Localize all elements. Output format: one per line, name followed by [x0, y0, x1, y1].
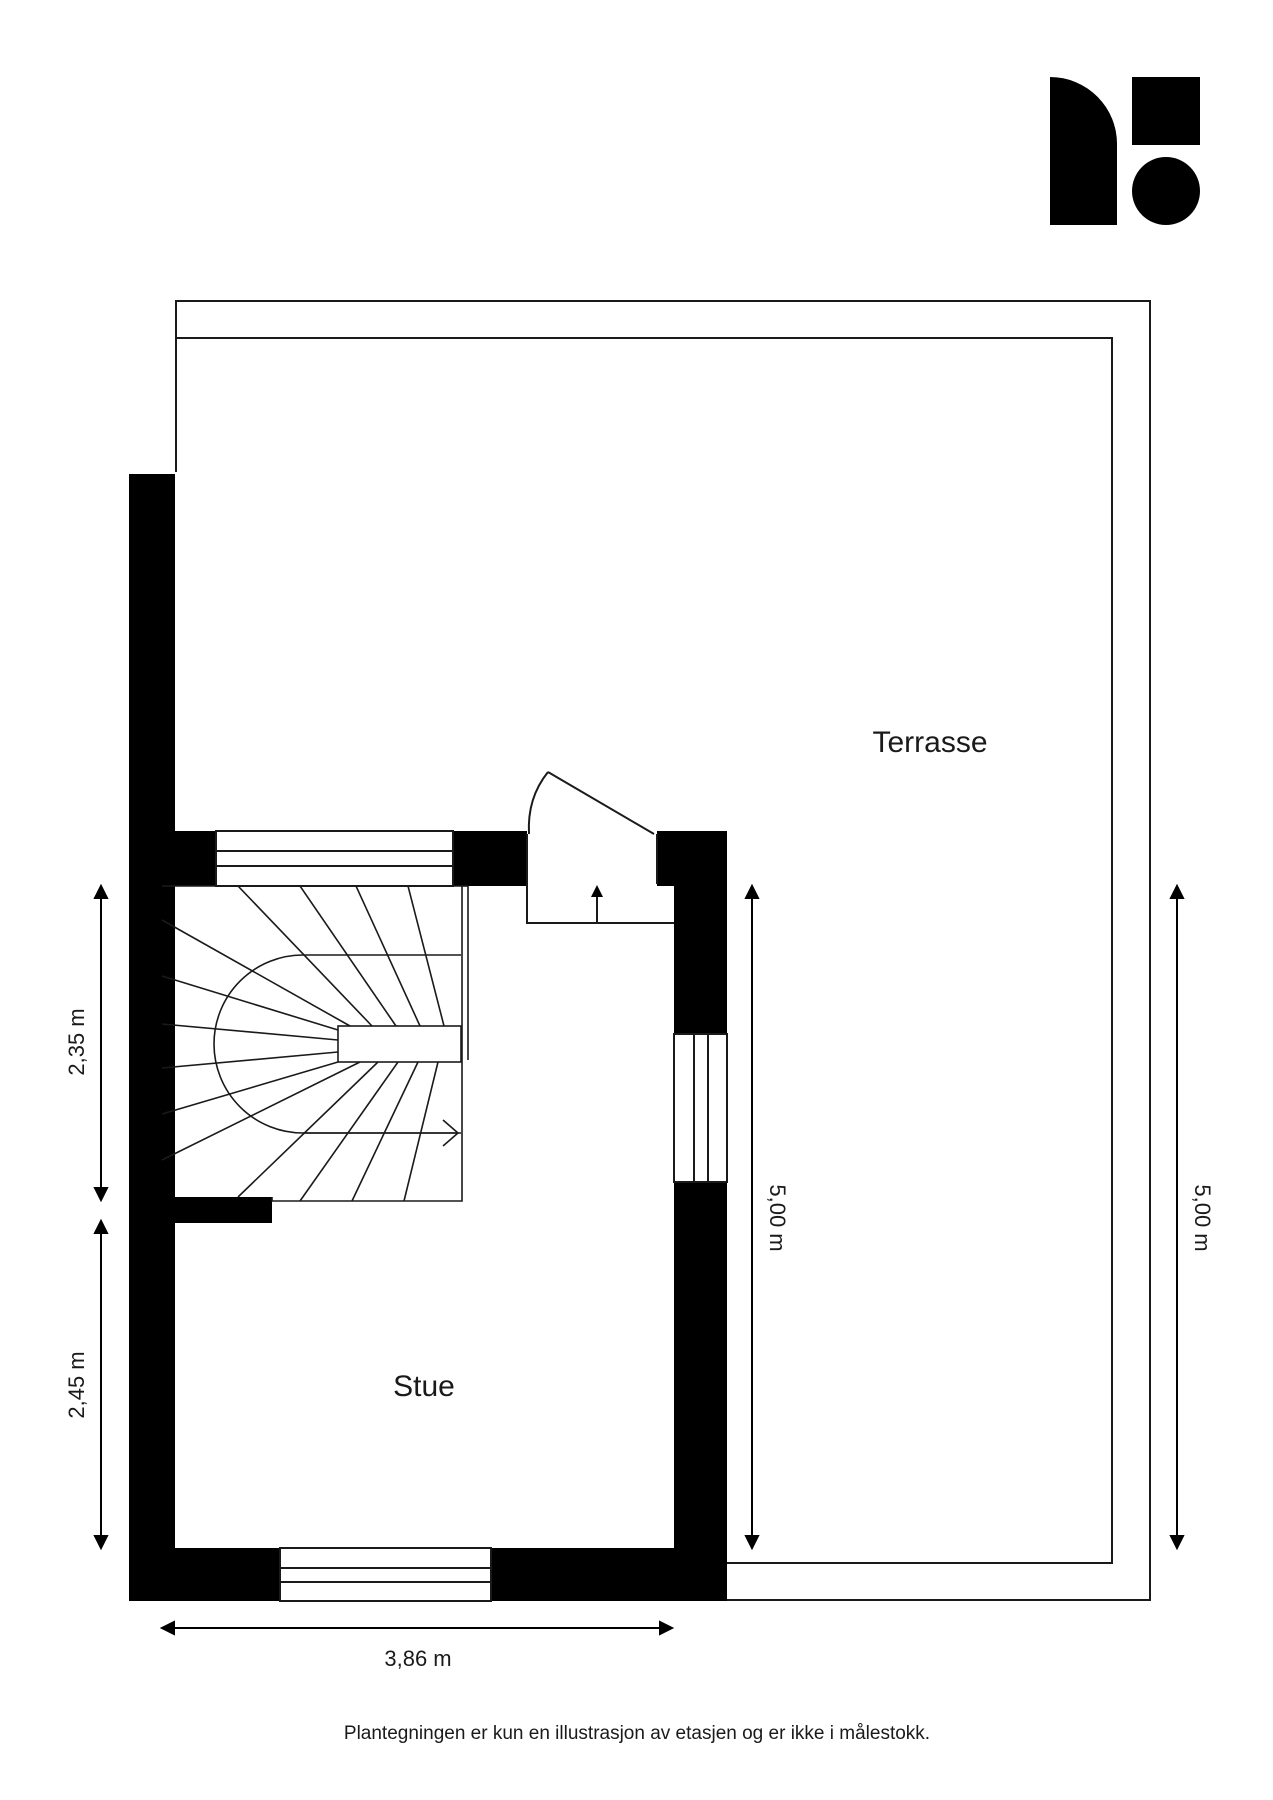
wall-top-left — [129, 831, 216, 886]
window-right — [673, 1033, 728, 1183]
door-leaf — [547, 771, 655, 835]
logo-circle-shape — [1132, 157, 1200, 225]
dim-label-bottom: 3,86 m — [384, 1646, 451, 1671]
wall-stair-partition — [162, 1197, 272, 1223]
room-label-stue: Stue — [393, 1370, 455, 1403]
logo-arch-shape — [1050, 77, 1118, 225]
room-label-terrasse: Terrasse — [872, 726, 987, 759]
window-bottom — [279, 1547, 492, 1602]
walls — [129, 474, 727, 1601]
dim-label-inner-right: 5,00 m — [765, 1184, 790, 1251]
stair-landing — [337, 1025, 462, 1063]
wall-bottom-left — [129, 1548, 280, 1601]
brand-logo — [1050, 77, 1200, 225]
wall-top-middle — [453, 831, 527, 886]
wall-left-inner — [129, 831, 162, 1601]
window-top — [215, 830, 454, 887]
dim-label-left-lower: 2,45 m — [64, 1351, 89, 1418]
dim-label-left-upper: 2,35 m — [64, 1008, 89, 1075]
stair-handrail-curve — [213, 954, 461, 1134]
windows — [215, 830, 728, 1602]
dim-label-outer-right: 5,00 m — [1190, 1184, 1215, 1251]
wall-right-lower — [674, 1182, 727, 1601]
wall-bottom-right — [491, 1548, 727, 1601]
terrace-outline — [175, 300, 1151, 1601]
terrace-outer-edge — [175, 300, 1151, 1601]
door-swing-arc — [527, 771, 549, 835]
stair-arrow-head — [442, 1119, 460, 1147]
door-arrow-head — [591, 885, 603, 897]
stair-outline — [162, 885, 463, 1202]
wall-right-upper — [674, 831, 727, 1034]
disclaimer-text: Plantegningen er kun en illustrasjon av … — [344, 1723, 930, 1744]
door-threshold — [526, 884, 674, 924]
staircase — [161, 885, 469, 1202]
logo-square-shape — [1132, 77, 1200, 145]
terrace-inner-edge — [176, 337, 1113, 1564]
terrace-door — [526, 771, 674, 924]
stair-treads — [161, 885, 445, 1202]
dimension-lines — [93, 883, 1185, 1636]
